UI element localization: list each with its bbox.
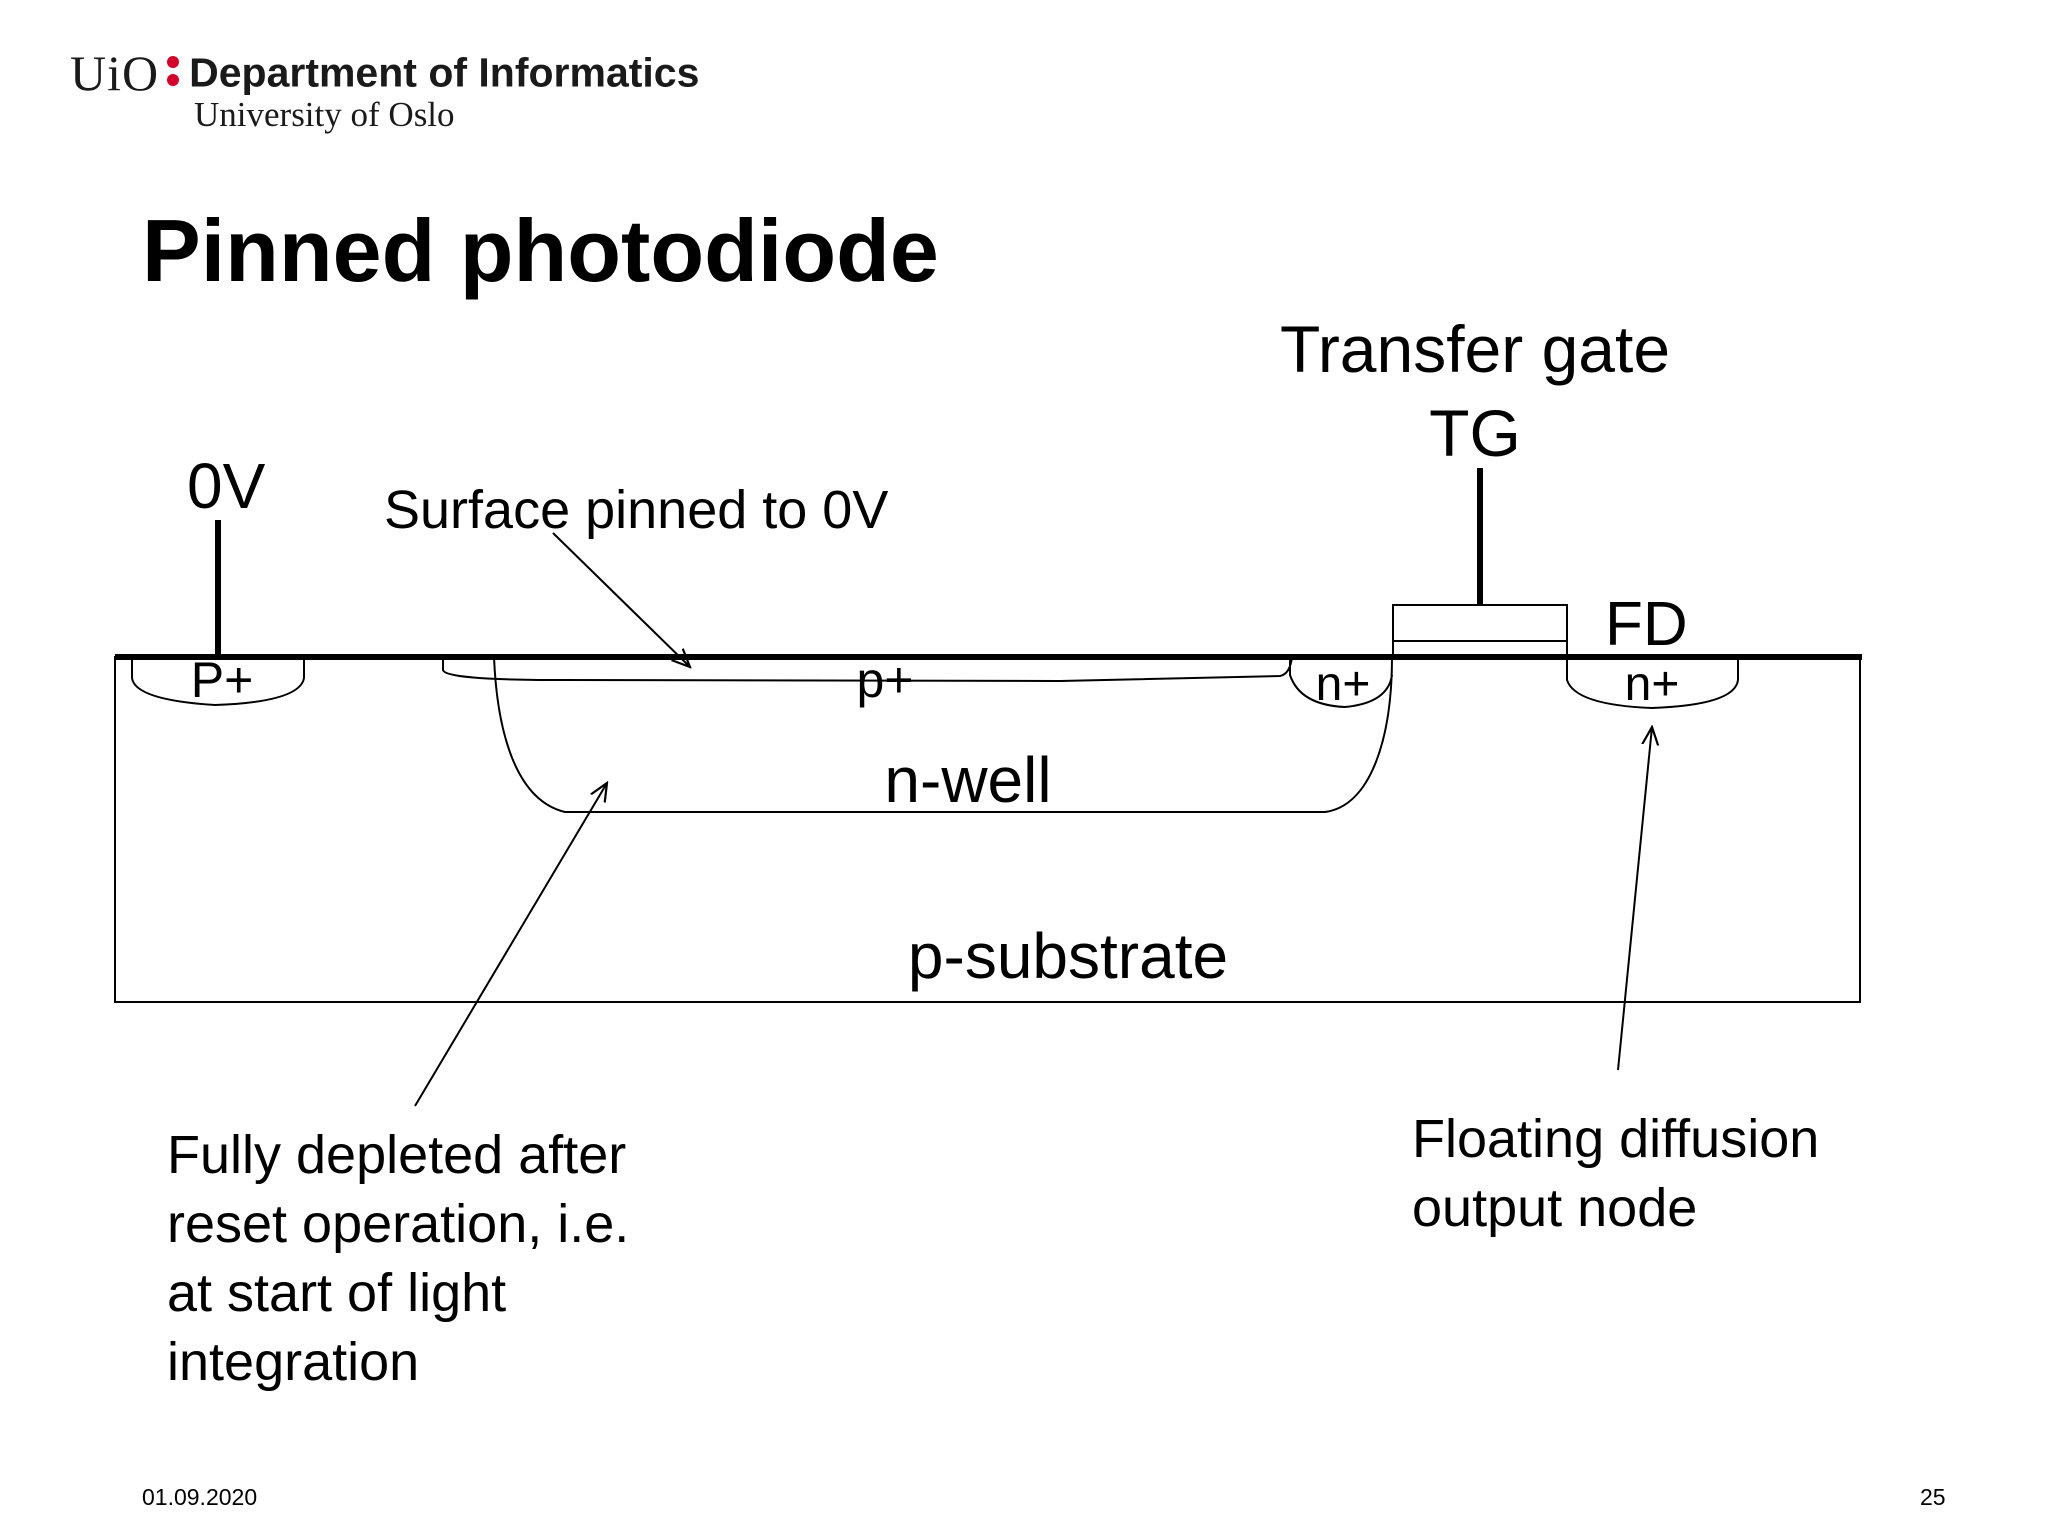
depleted-annotation-line-1: Fully depleted after (167, 1125, 626, 1185)
fd-annotation-line-1: Floating diffusion (1412, 1109, 1819, 1169)
zero-v-label: 0V (187, 450, 266, 522)
n-well-region (493, 656, 1393, 813)
n-plus-left-label: n+ (1316, 658, 1371, 711)
uio-colon-icon (167, 54, 180, 88)
transfer-gate-label: Transfer gate (1280, 312, 1670, 386)
fd-annotation-line-2: output node (1412, 1178, 1697, 1238)
surface-pinned-label: Surface pinned to 0V (384, 480, 888, 540)
n-plus-fd-region (1566, 657, 1739, 710)
depleted-arrow (414, 783, 607, 1107)
university-name: University of Oslo (194, 95, 455, 134)
floating-diffusion-arrow (1617, 727, 1652, 1071)
fd-label: FD (1605, 590, 1688, 659)
surface-pinned-arrow (552, 532, 690, 667)
page-title: Pinned photodiode (142, 201, 939, 300)
uio-logo: UiO Department of Informatics (70, 44, 699, 102)
depleted-annotation-line-2: reset operation, i.e. (167, 1194, 629, 1254)
p-plus-contact-region (131, 657, 305, 707)
uio-logo-text: UiO (70, 45, 160, 101)
department-name: Department of Informatics (189, 49, 700, 96)
transfer-gate (1392, 604, 1568, 658)
depleted-annotation-line-4: integration (167, 1332, 419, 1392)
page-number: 25 (1920, 1484, 1946, 1510)
p-plus-pinning-label: p+ (856, 652, 913, 708)
depleted-annotation-line-3: at start of light (167, 1263, 506, 1323)
n-well-label: n-well (884, 744, 1051, 816)
footer-date: 01.09.2020 (142, 1484, 258, 1510)
n-plus-right-label: n+ (1625, 658, 1680, 711)
p-substrate-label: p-substrate (908, 920, 1228, 992)
tg-label: TG (1429, 396, 1521, 470)
n-plus-left-region (1289, 657, 1393, 709)
p-plus-contact-label: P+ (191, 652, 254, 708)
p-plus-pinning-layer (442, 656, 1293, 683)
